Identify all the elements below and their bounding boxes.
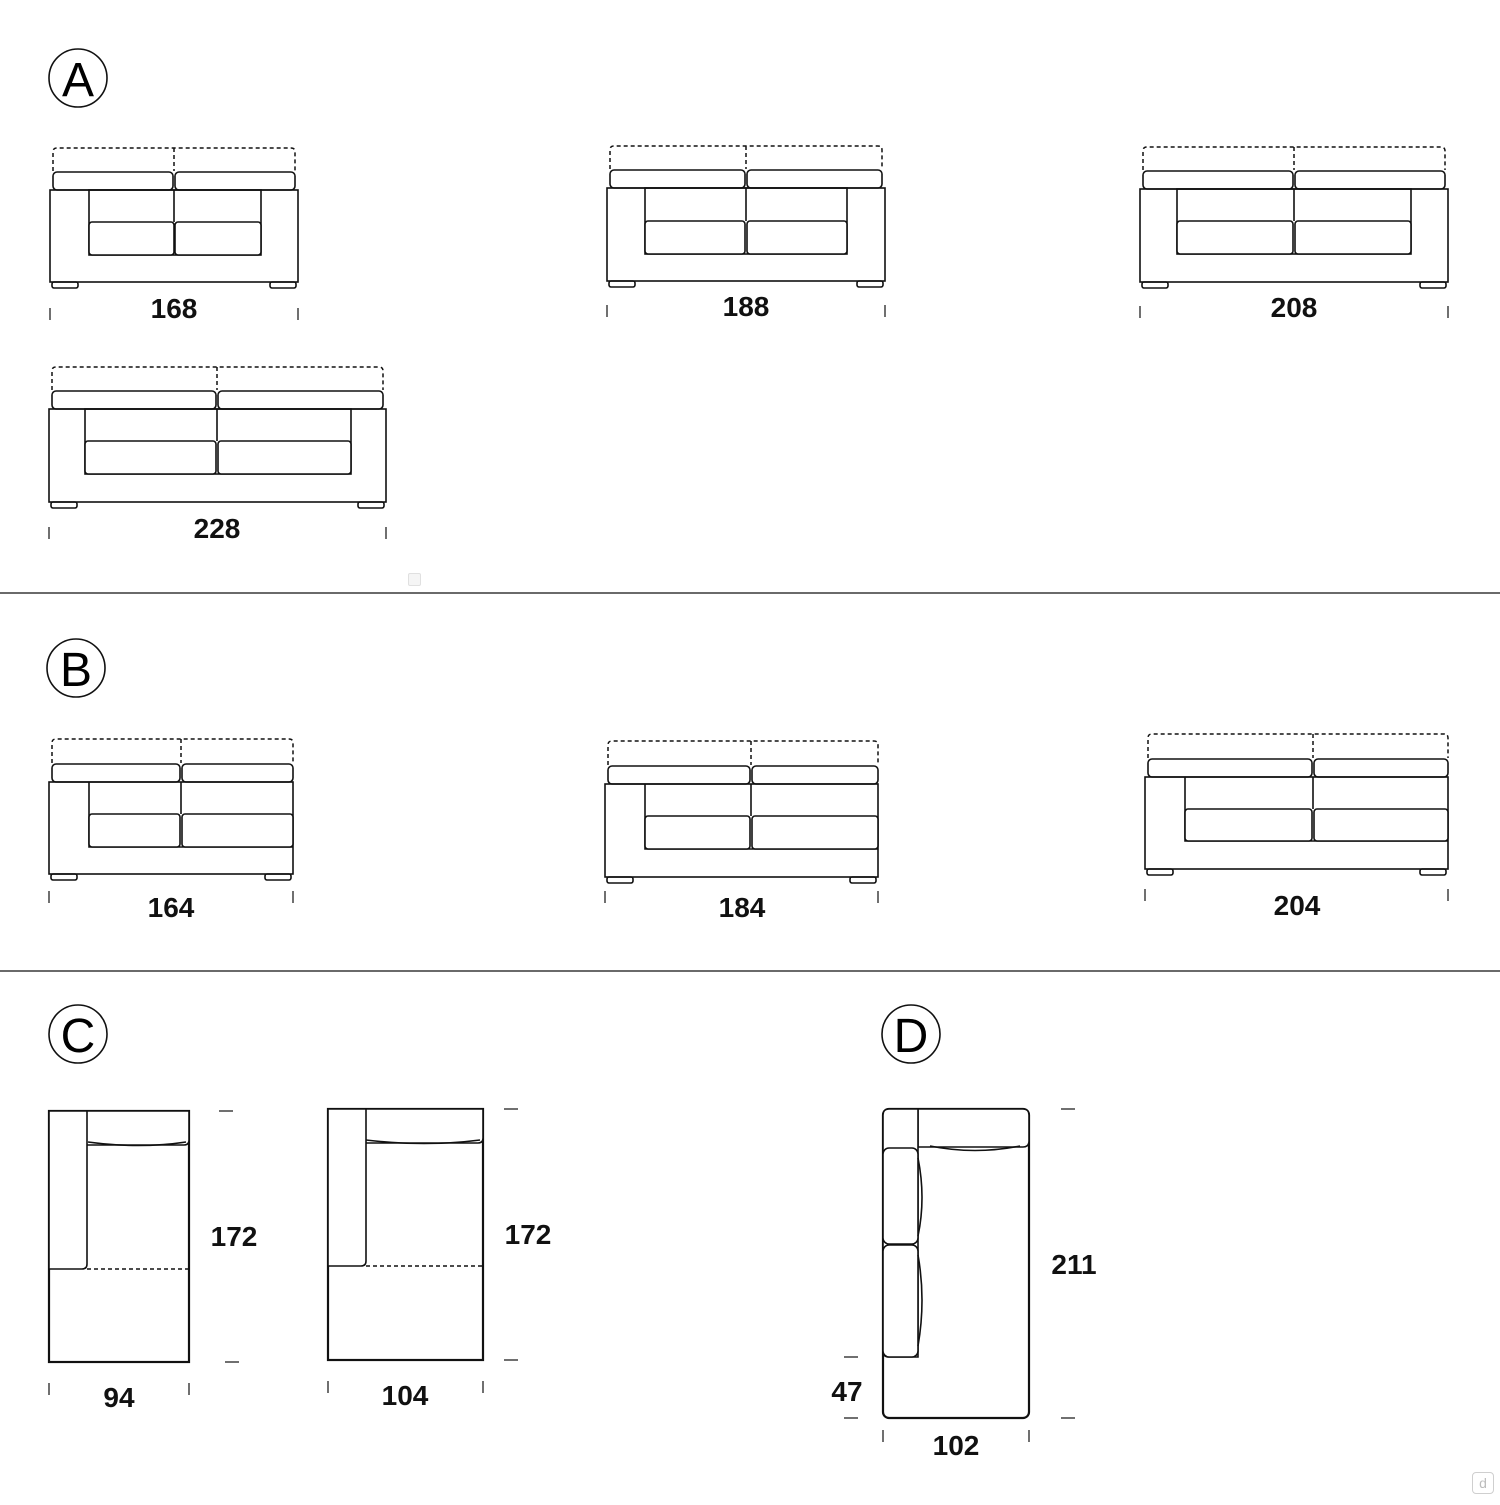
sofa-b-204: 204 xyxy=(1144,733,1449,921)
small-square-mark xyxy=(408,573,421,586)
sofa-a-228: 228 xyxy=(48,366,387,544)
sofa-b-164: 164 xyxy=(48,738,294,923)
width-label: 188 xyxy=(723,291,770,322)
section-label-c: C xyxy=(48,1004,108,1064)
svg-text:B: B xyxy=(60,644,92,697)
svg-text:D: D xyxy=(894,1010,929,1063)
width-label: 184 xyxy=(719,892,766,923)
sofa-a-168: 168 xyxy=(49,147,299,324)
svg-text:C: C xyxy=(61,1010,96,1063)
width-label: 94 xyxy=(103,1382,135,1413)
sofa-a-188: 188 xyxy=(606,145,886,322)
depth-label: 211 xyxy=(1051,1249,1096,1280)
width-label: 228 xyxy=(194,513,241,544)
section-label-a: A xyxy=(48,48,108,108)
section-label-b: B xyxy=(46,638,106,698)
section-label-d: D xyxy=(881,1004,941,1064)
width-label: 204 xyxy=(1274,890,1321,921)
module-d-102: 211 47 102 xyxy=(831,1107,1097,1461)
width-label: 104 xyxy=(382,1380,429,1411)
sofa-a-208: 208 xyxy=(1139,146,1449,323)
svg-text:A: A xyxy=(62,54,94,107)
width-label: 102 xyxy=(933,1430,980,1461)
seat-depth-label: 47 xyxy=(831,1376,862,1407)
watermark-icon: d xyxy=(1472,1472,1494,1494)
module-c-104: 172 104 xyxy=(326,1107,552,1411)
module-c-94: 172 94 xyxy=(47,1109,258,1413)
depth-label: 172 xyxy=(211,1221,258,1252)
depth-label: 172 xyxy=(505,1219,552,1250)
sofa-b-184: 184 xyxy=(604,740,879,923)
width-label: 208 xyxy=(1271,292,1318,323)
width-label: 164 xyxy=(148,892,195,923)
width-label: 168 xyxy=(151,293,198,324)
